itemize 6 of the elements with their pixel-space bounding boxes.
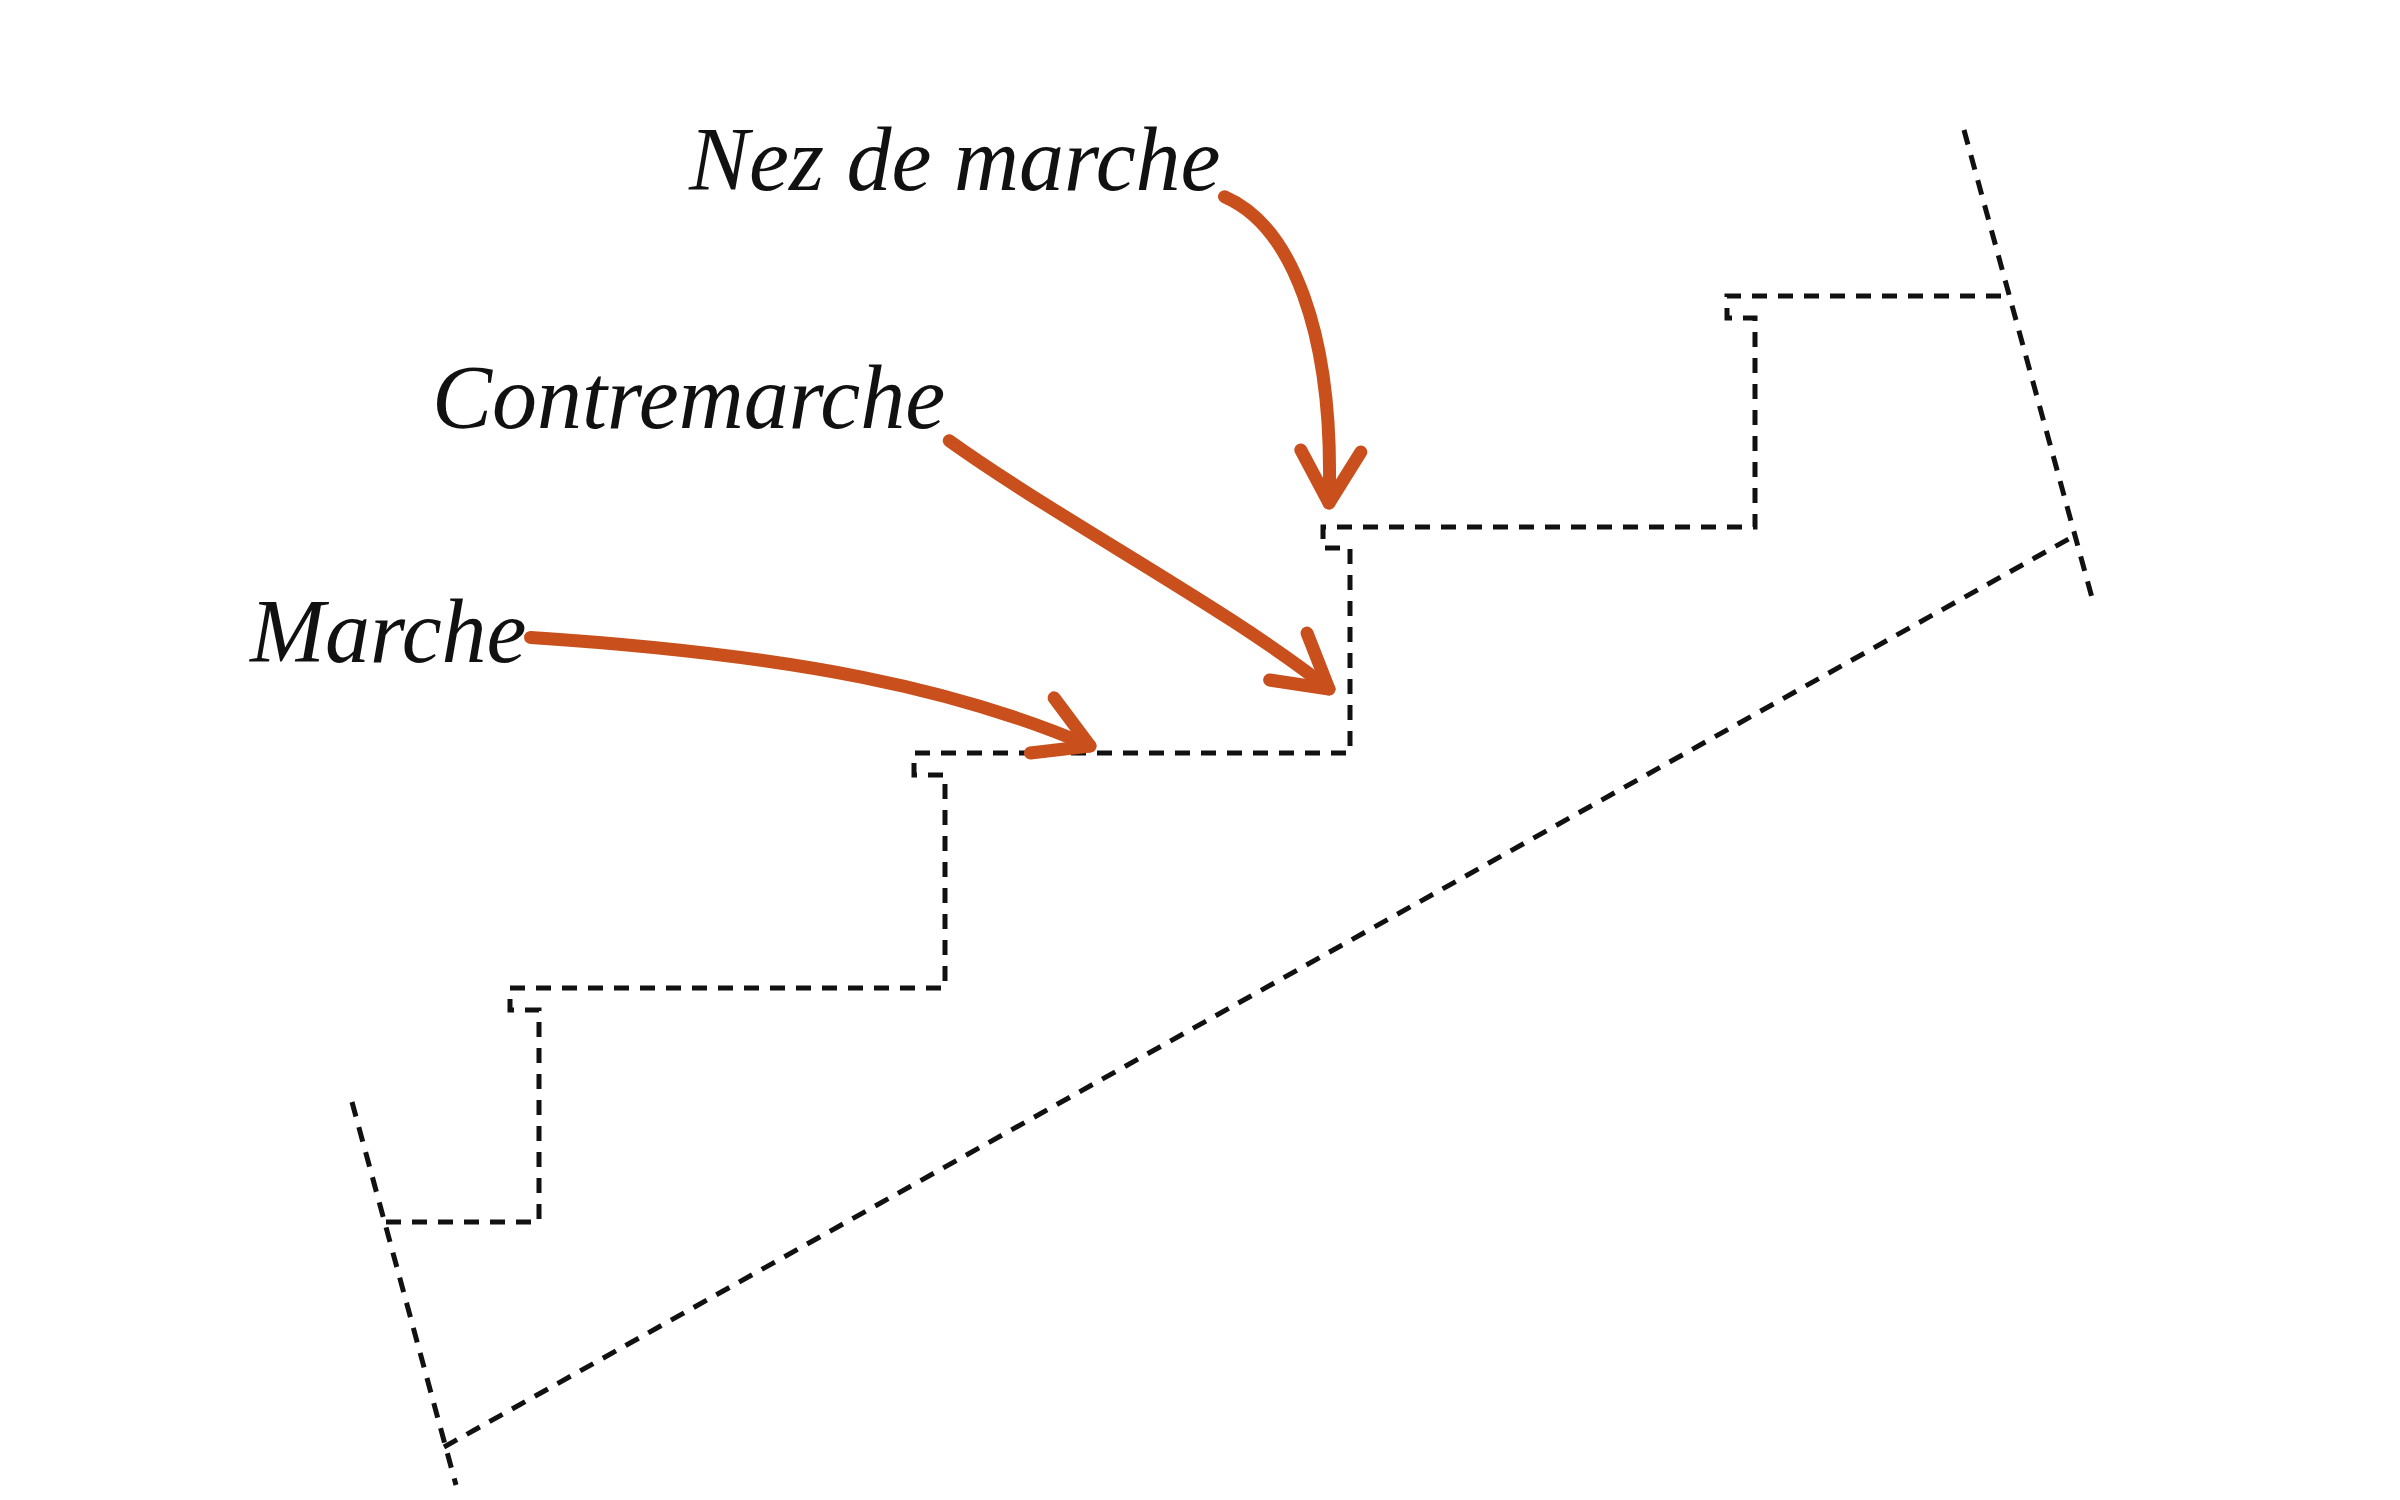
part-label: Marche bbox=[250, 582, 527, 683]
leader-arrow bbox=[524, 630, 1097, 761]
leader-arrow bbox=[942, 434, 1336, 696]
part-label: Nez de marche bbox=[689, 110, 1221, 211]
leader-arrow bbox=[1218, 190, 1367, 510]
part-label: Contremarche bbox=[432, 348, 946, 449]
